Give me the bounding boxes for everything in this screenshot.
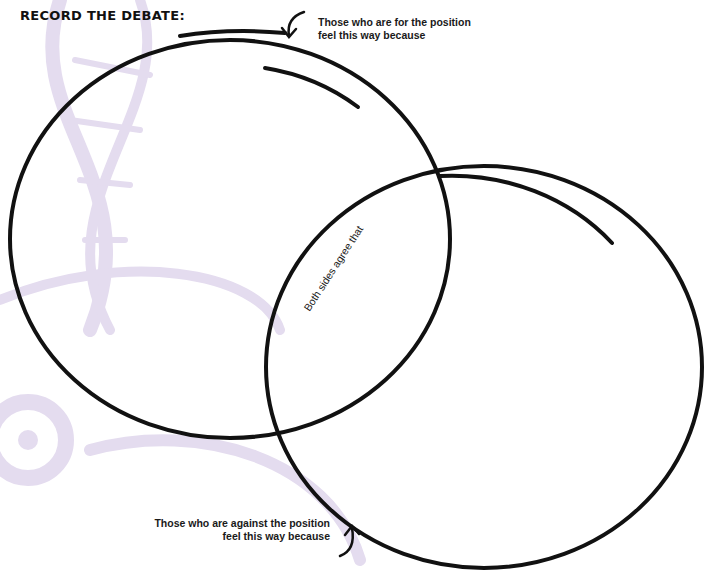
overlap-label: Both sides agree that (302, 223, 367, 313)
circle-outline (8, 38, 452, 440)
venn-circle: Those who are against the position feel … (264, 164, 704, 570)
venn-circle: Those who are for the position feel this… (8, 38, 452, 440)
dna-watermark (0, 0, 360, 560)
circle-heading: Those who are for the position feel this… (318, 16, 483, 42)
circle-heading: Those who are against the position feel … (144, 517, 330, 543)
worksheet-title: RECORD THE DEBATE: (20, 8, 185, 23)
sketch-arcs (180, 31, 612, 243)
circle-outline (264, 164, 704, 570)
